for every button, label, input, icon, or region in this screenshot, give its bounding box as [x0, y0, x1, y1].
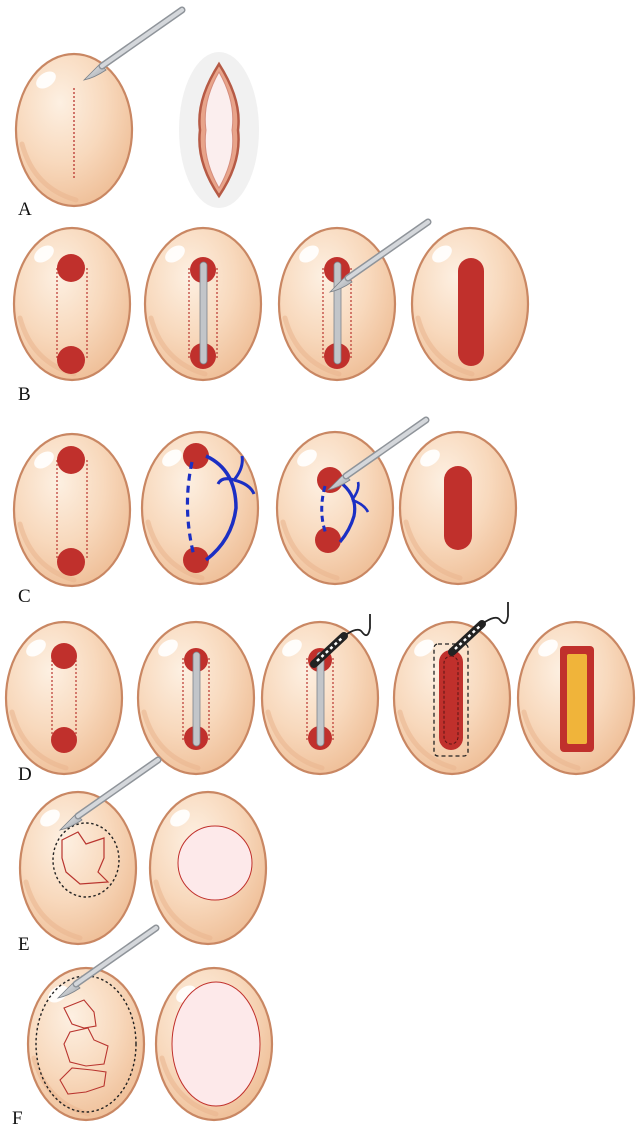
row-c-panel-1 [14, 434, 130, 586]
row-c-panel-2 [142, 432, 258, 584]
row-a-panel-2 [179, 52, 259, 208]
row-label-e: E [18, 934, 30, 955]
row-b-panel-2 [145, 228, 261, 380]
scalpel-icon [84, 10, 182, 80]
row-d-panel-2 [138, 622, 254, 774]
row-d-panel-5 [518, 622, 634, 774]
row-label-b: B [18, 384, 31, 405]
row-e-panel-2 [150, 792, 266, 944]
row-label-c: C [18, 586, 31, 607]
row-f-panel-2 [156, 968, 272, 1120]
row-b-panel-4 [412, 228, 528, 380]
row-d-panel-1 [6, 622, 122, 774]
row-b-panel-3 [279, 222, 428, 380]
row-label-a: A [18, 199, 32, 220]
row-d-panel-4 [394, 602, 510, 774]
row-d-panel-3 [262, 614, 378, 774]
row-b-panel-1 [14, 228, 130, 380]
row-c-panel-4 [400, 432, 516, 584]
row-label-f: F [12, 1108, 23, 1129]
row-e-panel-1 [20, 760, 158, 944]
row-label-d: D [18, 764, 32, 785]
row-a-panel-1 [16, 10, 182, 206]
row-f-panel-1 [28, 928, 156, 1120]
